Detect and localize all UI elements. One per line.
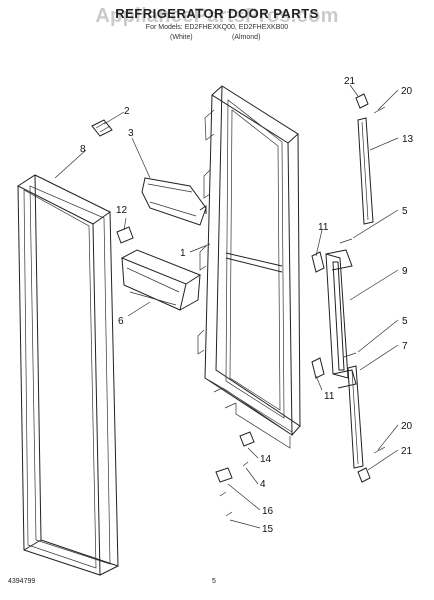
hardware — [215, 93, 386, 517]
document-number: 4394799 — [8, 578, 36, 585]
door-liner — [197, 85, 301, 449]
handle — [325, 249, 357, 389]
callout-15: 15 — [262, 524, 274, 535]
leader-lines — [54, 84, 399, 529]
hinge-bracket — [91, 119, 113, 137]
callout-2: 2 — [124, 106, 130, 117]
callout-21-upper: 21 — [344, 76, 356, 87]
callout-11-upper: 11 — [318, 222, 329, 233]
callout-9: 9 — [402, 266, 408, 277]
callout-4: 4 — [260, 479, 266, 490]
callout-20-lower: 20 — [401, 421, 413, 432]
page-title: REFRIGERATOR DOOR PARTS — [115, 6, 319, 21]
variant-almond: (Almond) — [232, 34, 261, 41]
callout-11-lower: 11 — [324, 391, 335, 402]
callout-5-upper: 5 — [402, 206, 408, 217]
callout-21-lower: 21 — [401, 446, 413, 457]
callout-16: 16 — [262, 506, 274, 517]
dairy-door — [141, 177, 207, 226]
bin-clip — [116, 226, 134, 244]
callout-12: 12 — [116, 205, 128, 216]
color-variants: (White) (Almond) — [0, 34, 434, 44]
handle-trim-lower — [347, 365, 364, 469]
callout-5-lower: 5 — [402, 316, 408, 327]
model-numbers: For Models: ED2FHEXKQ00, ED2FHEXKB00 — [145, 24, 289, 31]
page-number: 5 — [212, 578, 216, 585]
callout-20-upper: 20 — [401, 86, 413, 97]
callout-8: 8 — [80, 144, 86, 155]
callout-3: 3 — [128, 128, 134, 139]
callout-13: 13 — [402, 134, 414, 145]
callout-6: 6 — [118, 316, 124, 327]
callout-7: 7 — [402, 341, 408, 352]
callout-14: 14 — [260, 454, 272, 465]
watermark: AppliancePartsPros.com — [95, 5, 339, 27]
variant-white: (White) — [170, 34, 193, 41]
door-gasket — [16, 174, 119, 576]
door-bin — [120, 249, 202, 311]
callouts: 1 2 3 4 5 5 6 7 8 9 11 11 12 13 14 15 16… — [80, 76, 414, 535]
callout-1: 1 — [180, 248, 186, 259]
handle-trim-upper — [357, 117, 374, 225]
